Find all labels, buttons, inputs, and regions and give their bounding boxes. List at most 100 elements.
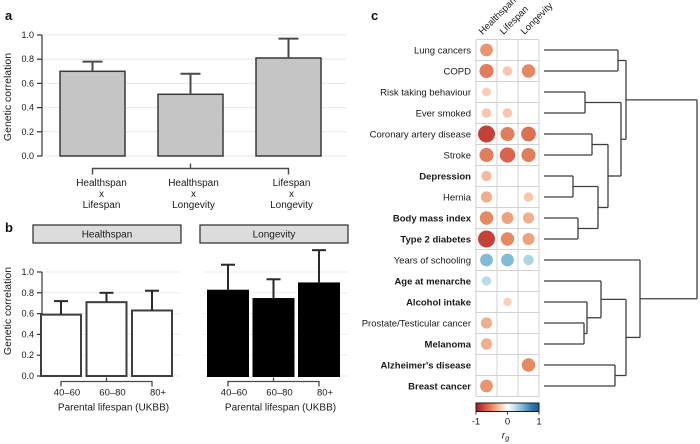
panel-a-letter: a xyxy=(5,8,13,23)
correlation-dot xyxy=(480,253,493,267)
correlation-dot xyxy=(481,276,492,286)
category-label: x xyxy=(289,189,294,200)
panel-b-letter: b xyxy=(5,220,13,235)
correlation-dot xyxy=(480,317,493,329)
correlation-dot xyxy=(478,230,495,248)
panel-c-letter: c xyxy=(371,8,379,23)
correlation-dot xyxy=(482,87,491,97)
correlation-dot xyxy=(501,253,514,267)
x-axis-bracket xyxy=(91,163,290,175)
correlation-dot xyxy=(480,43,493,57)
category-label: Healthspan xyxy=(76,178,127,189)
facet-strip-label: Healthspan xyxy=(82,230,133,241)
correlation-dot xyxy=(521,64,536,78)
y-tick-label: 0.4 xyxy=(21,329,34,339)
trait-label: Coronary artery disease xyxy=(370,129,471,140)
category-label: Healthspan xyxy=(168,178,219,189)
trait-label: Melanoma xyxy=(425,339,472,350)
correlation-dot xyxy=(478,125,495,143)
correlation-dot xyxy=(499,147,516,163)
correlation-dot xyxy=(503,297,512,307)
bar xyxy=(252,298,295,378)
trait-label: Ever smoked xyxy=(416,108,471,119)
y-tick-label: 0.0 xyxy=(21,151,34,161)
category-label: 80+ xyxy=(317,388,334,399)
y-tick-label: 0.0 xyxy=(21,371,34,381)
panel-b-xlabel: Parental lifespan (UKBB) xyxy=(58,403,169,414)
correlation-dot xyxy=(501,211,514,225)
y-tick-label: 0.6 xyxy=(21,78,34,88)
trait-label: Body mass index xyxy=(393,213,472,224)
trait-label: Type 2 diabetes xyxy=(400,234,471,245)
facet-strip xyxy=(32,224,182,244)
y-tick-label: 0.8 xyxy=(21,54,34,64)
trait-label: Alzheimer's disease xyxy=(381,360,471,371)
x-axis-bracket xyxy=(60,377,153,387)
category-label: 60–80 xyxy=(99,388,125,399)
category-label: Longevity xyxy=(172,200,215,211)
category-label: 40–60 xyxy=(54,388,80,399)
correlation-dot xyxy=(500,232,515,246)
correlation-dot xyxy=(479,211,494,225)
correlation-dot xyxy=(522,232,535,246)
correlation-dot xyxy=(480,191,493,203)
correlation-dot xyxy=(480,379,493,393)
dendrogram xyxy=(544,49,698,387)
y-tick-label: 1.0 xyxy=(21,267,34,277)
correlation-dot xyxy=(479,147,494,163)
bar xyxy=(157,93,224,157)
correlation-dot xyxy=(522,212,535,224)
correlation-dot xyxy=(479,63,494,79)
correlation-dot xyxy=(502,108,513,118)
trait-label: Years of schooling xyxy=(394,255,471,266)
y-tick-label: 1.0 xyxy=(21,30,34,40)
trait-label: Prostate/Testicular cancer xyxy=(362,318,471,329)
category-label: 80+ xyxy=(150,388,167,399)
correlation-dot xyxy=(521,126,536,142)
trait-label: Risk taking behaviour xyxy=(380,87,471,98)
correlation-dot xyxy=(521,147,536,163)
panel-b-ylabel: Genetic correlation xyxy=(2,267,14,355)
category-label: x xyxy=(99,189,104,200)
trait-label: Stroke xyxy=(444,150,471,161)
bar xyxy=(207,289,249,377)
bar xyxy=(131,309,173,378)
bar xyxy=(59,70,126,157)
x-axis-bracket xyxy=(227,377,320,387)
colorbar xyxy=(475,402,540,412)
category-label: x xyxy=(191,189,196,200)
colorbar-tick-label: -1 xyxy=(472,417,480,428)
facet-strip xyxy=(199,224,349,244)
trait-label: Lung cancers xyxy=(414,45,471,56)
colorbar-label: rg xyxy=(502,431,510,443)
colorbar-tick-label: 1 xyxy=(536,417,541,428)
colorbar-label-subscript: g xyxy=(505,434,510,443)
correlation-dot xyxy=(521,358,536,372)
trait-label: COPD xyxy=(444,66,472,77)
facet-strip-label: Longevity xyxy=(253,230,296,241)
category-label: Lifespan xyxy=(273,178,311,189)
trait-label: Hernia xyxy=(443,192,472,203)
correlation-dot xyxy=(481,170,492,182)
trait-label: Alcohol intake xyxy=(406,297,471,308)
correlation-dot xyxy=(523,254,534,266)
y-tick-label: 0.4 xyxy=(21,103,34,113)
bar xyxy=(85,301,128,377)
colorbar-tick-label: 0 xyxy=(505,417,510,428)
correlation-dot xyxy=(481,108,492,118)
panel-a-ylabel: Genetic correlation xyxy=(2,53,14,141)
category-label: Longevity xyxy=(270,200,313,211)
panel-b-xlabel: Parental lifespan (UKBB) xyxy=(225,403,336,414)
trait-label: Depression xyxy=(419,171,471,182)
trait-label: Age at menarche xyxy=(394,276,471,287)
category-label: 40–60 xyxy=(221,388,247,399)
category-label: Lifespan xyxy=(83,200,121,211)
correlation-dot xyxy=(523,192,534,202)
bar xyxy=(40,313,82,378)
bar xyxy=(298,282,340,377)
